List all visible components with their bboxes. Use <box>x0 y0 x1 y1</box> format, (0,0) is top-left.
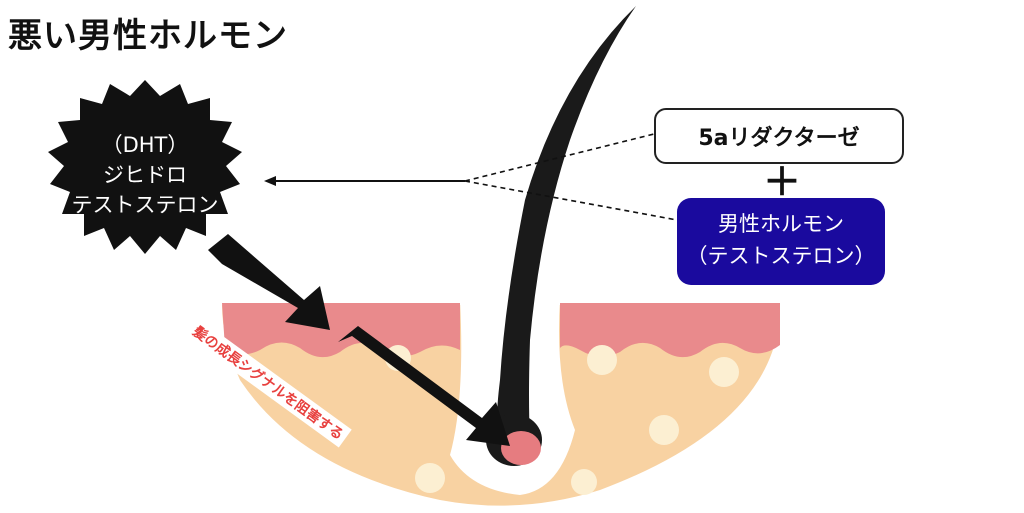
dht-label: （DHT） ジヒドロ テストステロン <box>40 130 250 220</box>
fat-cell <box>649 415 679 445</box>
fat-cell <box>587 345 617 375</box>
enzyme-label: 5aリダクターゼ <box>698 126 860 151</box>
hair-bulb <box>501 431 541 465</box>
epidermis-layer <box>222 303 460 358</box>
enzyme-box: 5aリダクターゼ <box>654 108 904 164</box>
hormone-line: （テストステロン） <box>686 244 876 268</box>
dashed-connector-enzyme <box>464 133 655 182</box>
hormone-box: 男性ホルモン （テストステロン） <box>677 198 885 285</box>
fat-cell <box>415 463 445 493</box>
dht-line: （DHT） <box>101 133 189 157</box>
page-title: 悪い男性ホルモン <box>8 16 288 56</box>
epidermis-layer-right <box>560 303 780 358</box>
fat-cell <box>709 357 739 387</box>
dashed-connector-hormone <box>464 180 678 221</box>
dht-line: テストステロン <box>71 193 219 217</box>
pointer-arrowhead-icon <box>264 176 276 186</box>
dht-line: ジヒドロ <box>103 163 187 187</box>
starburst-badge-icon <box>48 80 242 254</box>
hormone-line: 男性ホルモン <box>718 212 844 236</box>
hair-shaft <box>496 6 636 440</box>
black-arrow-icon <box>208 234 510 446</box>
plus-sign: ＋ <box>762 160 801 204</box>
fat-cell <box>571 469 597 495</box>
